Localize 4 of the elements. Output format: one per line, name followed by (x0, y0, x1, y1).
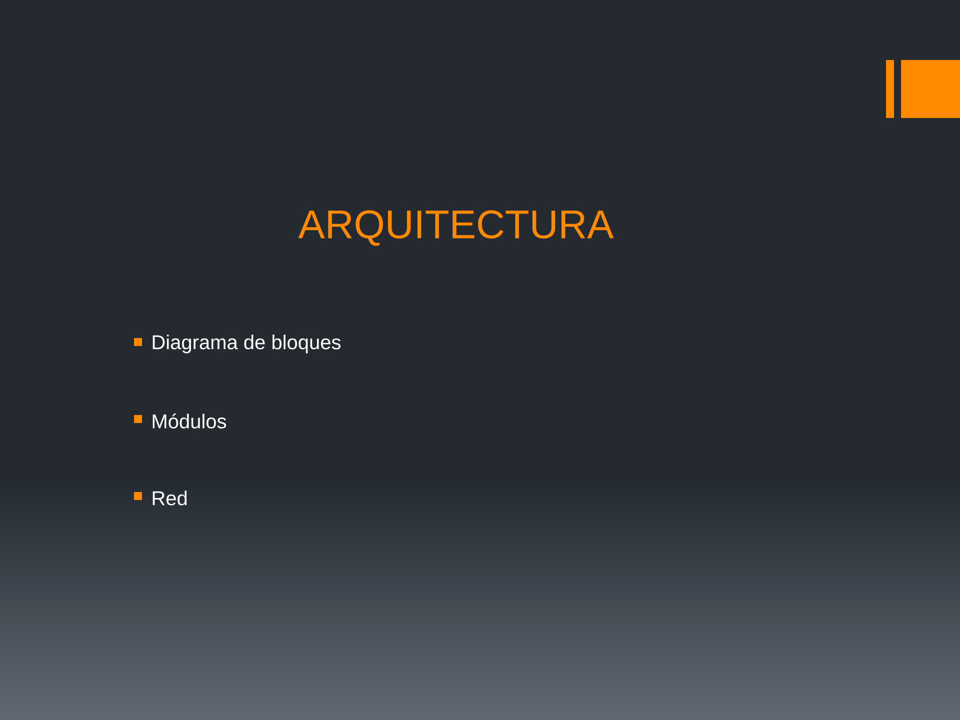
bullet-text: Diagrama de bloques (152, 334, 341, 354)
bullet-text: Módulos (152, 414, 226, 428)
bullet-text: Red (152, 490, 187, 506)
slide-title: ARQUITECTURA (298, 210, 614, 246)
